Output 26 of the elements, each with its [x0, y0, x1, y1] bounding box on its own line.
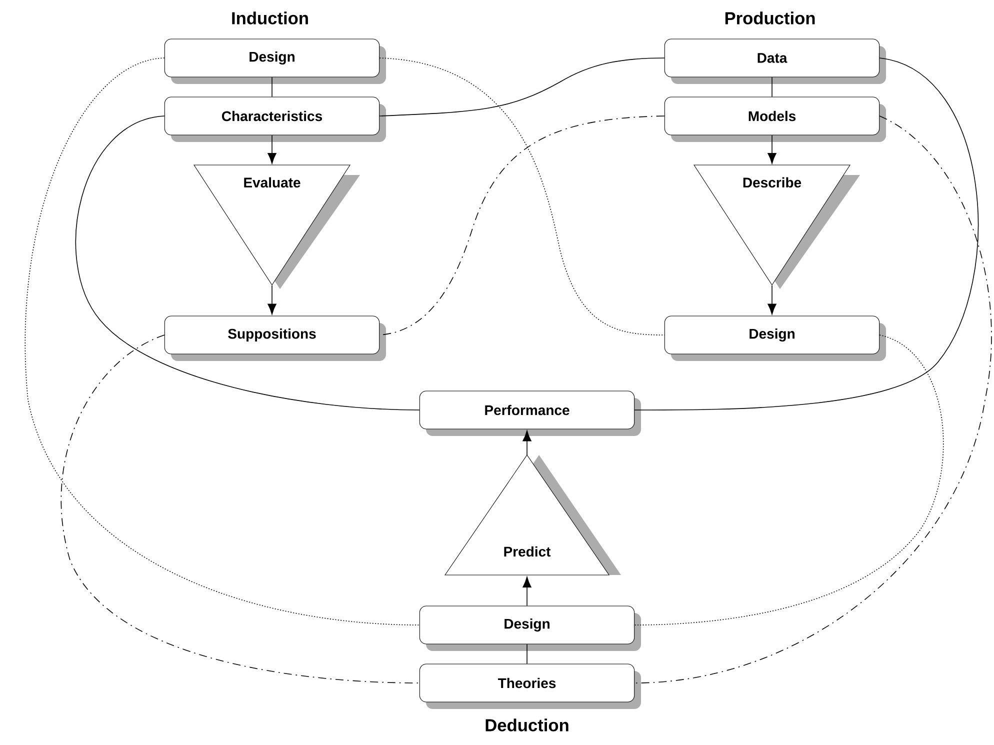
connector-line [379, 58, 665, 116]
connector-line [634, 116, 992, 684]
group-heading: Production [725, 12, 815, 24]
process-box: Suppositions [164, 316, 386, 361]
process-box: Characteristics [164, 96, 386, 142]
process-box: Design [664, 316, 886, 361]
arrow [768, 134, 776, 164]
process-box: Models [664, 96, 886, 142]
process-box: Design [419, 606, 642, 651]
process-box: Performance [419, 390, 642, 436]
connector-line [24, 58, 420, 626]
connector-line [526, 644, 528, 664]
arrow [268, 285, 276, 315]
arrow [522, 430, 532, 456]
connector-line [61, 334, 420, 684]
process-box: Design [164, 38, 386, 84]
connector-line [634, 58, 978, 410]
arrow [268, 134, 276, 164]
process-box: Data [664, 38, 886, 84]
arrow [768, 285, 776, 315]
connector-line [634, 334, 944, 626]
arrow [522, 576, 532, 606]
process-box: Theories [419, 664, 642, 709]
group-heading: Induction [232, 12, 308, 24]
connector-line [75, 116, 420, 410]
connector-line [379, 58, 665, 336]
